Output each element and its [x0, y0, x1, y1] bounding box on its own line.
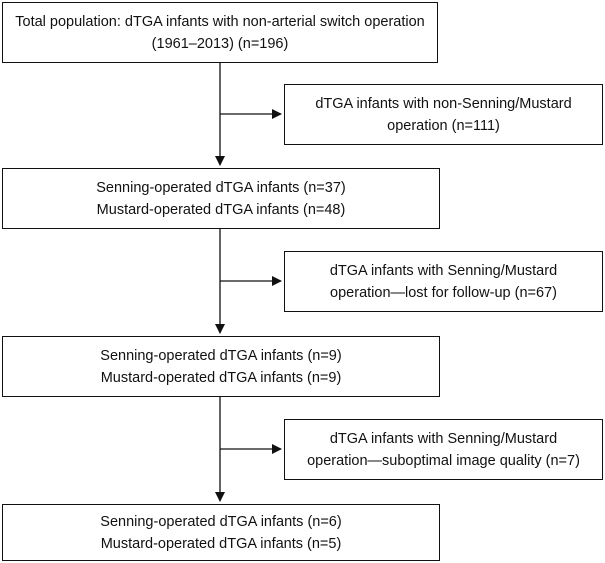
- exclusion-1-line-1: dTGA infants with non-Senning/Mustard: [315, 95, 572, 112]
- exclusion-suboptimal-image-box: dTGA infants with Senning/Mustard operat…: [284, 419, 603, 480]
- stage-2-mustard-count: Mustard-operated dTGA infants (n=9): [100, 369, 342, 386]
- stage-2-senning-count: Senning-operated dTGA infants (n=9): [100, 347, 342, 364]
- stage-2-cohort-box: Senning-operated dTGA infants (n=9) Must…: [2, 336, 440, 397]
- exclusion-lost-follow-up-box: dTGA infants with Senning/Mustard operat…: [284, 251, 603, 312]
- exclusion-1-line-2: operation (n=111): [387, 117, 500, 134]
- exclusion-3-line-1: dTGA infants with Senning/Mustard: [329, 430, 558, 447]
- total-population-line-1: Total population: dTGA infants with non-…: [15, 13, 425, 30]
- exclusion-2-line-2: operation—lost for follow-up (n=67): [330, 284, 557, 301]
- total-population-box: Total population: dTGA infants with non-…: [2, 2, 438, 63]
- exclusion-2-line-1: dTGA infants with Senning/Mustard: [329, 262, 558, 279]
- final-mustard-count: Mustard-operated dTGA infants (n=5): [100, 535, 342, 552]
- final-cohort-box: Senning-operated dTGA infants (n=6) Must…: [2, 504, 440, 561]
- stage-1-senning-count: Senning-operated dTGA infants (n=37): [96, 179, 346, 196]
- exclusion-3-line-2: operation—suboptimal image quality (n=7): [307, 452, 580, 469]
- stage-1-mustard-count: Mustard-operated dTGA infants (n=48): [96, 201, 346, 218]
- exclusion-non-senning-mustard-box: dTGA infants with non-Senning/Mustard op…: [284, 84, 603, 145]
- final-senning-count: Senning-operated dTGA infants (n=6): [100, 513, 342, 530]
- total-population-line-2: (1961–2013) (n=196): [151, 35, 289, 52]
- stage-1-cohort-box: Senning-operated dTGA infants (n=37) Mus…: [2, 168, 440, 229]
